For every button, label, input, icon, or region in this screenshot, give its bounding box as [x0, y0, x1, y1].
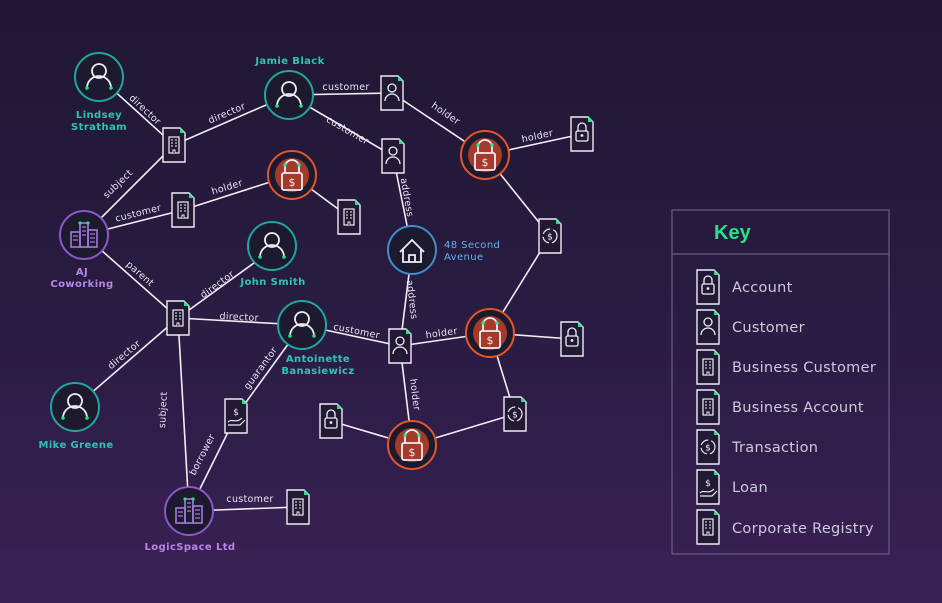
- account-doc[interactable]: [570, 116, 594, 152]
- account-doc[interactable]: [560, 321, 584, 357]
- house-icon: [399, 238, 425, 263]
- loan-doc[interactable]: [224, 398, 248, 434]
- edge-label: customer: [322, 82, 369, 93]
- node-name: LogicSpace Ltd: [145, 542, 236, 553]
- edge-label: holder: [407, 378, 422, 411]
- edge-label: address: [398, 177, 416, 218]
- node-name: Coworking: [50, 279, 113, 290]
- node-name: John Smith: [239, 277, 305, 288]
- key-panel: Key Account Customer Business Customer B…: [671, 209, 890, 555]
- node-name: Mike Greene: [38, 440, 113, 451]
- node-name: Antoinette: [286, 354, 350, 365]
- account-node[interactable]: [387, 420, 437, 470]
- node-name: Lindsey: [76, 110, 122, 121]
- key-item: [696, 469, 720, 505]
- business-customer-doc[interactable]: [171, 192, 195, 228]
- node-name: Stratham: [71, 122, 127, 133]
- key-item: [696, 429, 720, 465]
- customer-node-mike[interactable]: Mike Greene: [38, 382, 113, 451]
- edge-label: holder: [210, 178, 244, 198]
- address-node[interactable]: 48 Second Avenue: [387, 225, 500, 275]
- business-customer-doc[interactable]: [286, 489, 310, 525]
- customer-doc[interactable]: [380, 75, 404, 111]
- corporate-registry-doc[interactable]: [166, 300, 190, 336]
- edge-label: director: [198, 269, 236, 301]
- key-item-label: Corporate Registry: [732, 521, 874, 537]
- key-item-label: Customer: [732, 320, 805, 336]
- business-account-doc[interactable]: [337, 199, 361, 235]
- edge-label: subject: [157, 391, 170, 428]
- node-name: Banasiewicz: [281, 366, 354, 377]
- edge-label: guarantor: [242, 345, 280, 392]
- account-doc[interactable]: [319, 403, 343, 439]
- company-node-logicspace[interactable]: LogicSpace Ltd: [145, 486, 236, 553]
- edge-label: customer: [226, 494, 273, 505]
- edge-label: holder: [425, 326, 458, 341]
- customer-doc[interactable]: [388, 328, 412, 364]
- node-name: AJ: [76, 267, 88, 278]
- key-item: [696, 349, 720, 385]
- key-item: [696, 309, 720, 345]
- account-node[interactable]: [465, 308, 515, 358]
- key-item: [696, 269, 720, 305]
- key-item-label: Account: [732, 280, 793, 296]
- customer-node-antoinette[interactable]: Antoinette Banasiewicz: [277, 300, 355, 377]
- key-item-label: Business Account: [732, 400, 864, 416]
- edge-label: director: [127, 93, 163, 128]
- key-item: [696, 389, 720, 425]
- customer-node-john[interactable]: John Smith: [239, 221, 305, 288]
- account-node[interactable]: [267, 150, 317, 200]
- edge-label: borrower: [188, 432, 218, 477]
- transaction-doc[interactable]: [503, 396, 527, 432]
- account-node[interactable]: [460, 130, 510, 180]
- node-name: Avenue: [444, 252, 484, 263]
- key-item-label: Loan: [732, 480, 768, 496]
- customer-node-lindsey[interactable]: Lindsey Stratham: [71, 52, 127, 133]
- key-title: Key: [714, 222, 752, 244]
- node-name: 48 Second: [444, 240, 500, 251]
- edge-label: subject: [101, 168, 135, 201]
- edge-label: customer: [324, 114, 370, 147]
- customer-doc[interactable]: [381, 138, 405, 174]
- transaction-doc[interactable]: [538, 218, 562, 254]
- edge-label: customer: [332, 322, 380, 342]
- edge-label: address: [404, 279, 420, 319]
- edge-label: director: [106, 338, 143, 372]
- node-name: Jamie Black: [254, 56, 324, 67]
- corporate-registry-doc[interactable]: [162, 127, 186, 163]
- key-item-label: Business Customer: [732, 360, 876, 376]
- customer-node-jamie[interactable]: Jamie Black: [254, 56, 324, 120]
- company-node-aj[interactable]: AJ Coworking: [50, 210, 113, 290]
- edge-label: holder: [429, 100, 462, 127]
- key-item: [696, 509, 720, 545]
- edge-label: holder: [521, 128, 555, 145]
- key-item-label: Transaction: [731, 440, 818, 456]
- edge-label: director: [219, 311, 259, 324]
